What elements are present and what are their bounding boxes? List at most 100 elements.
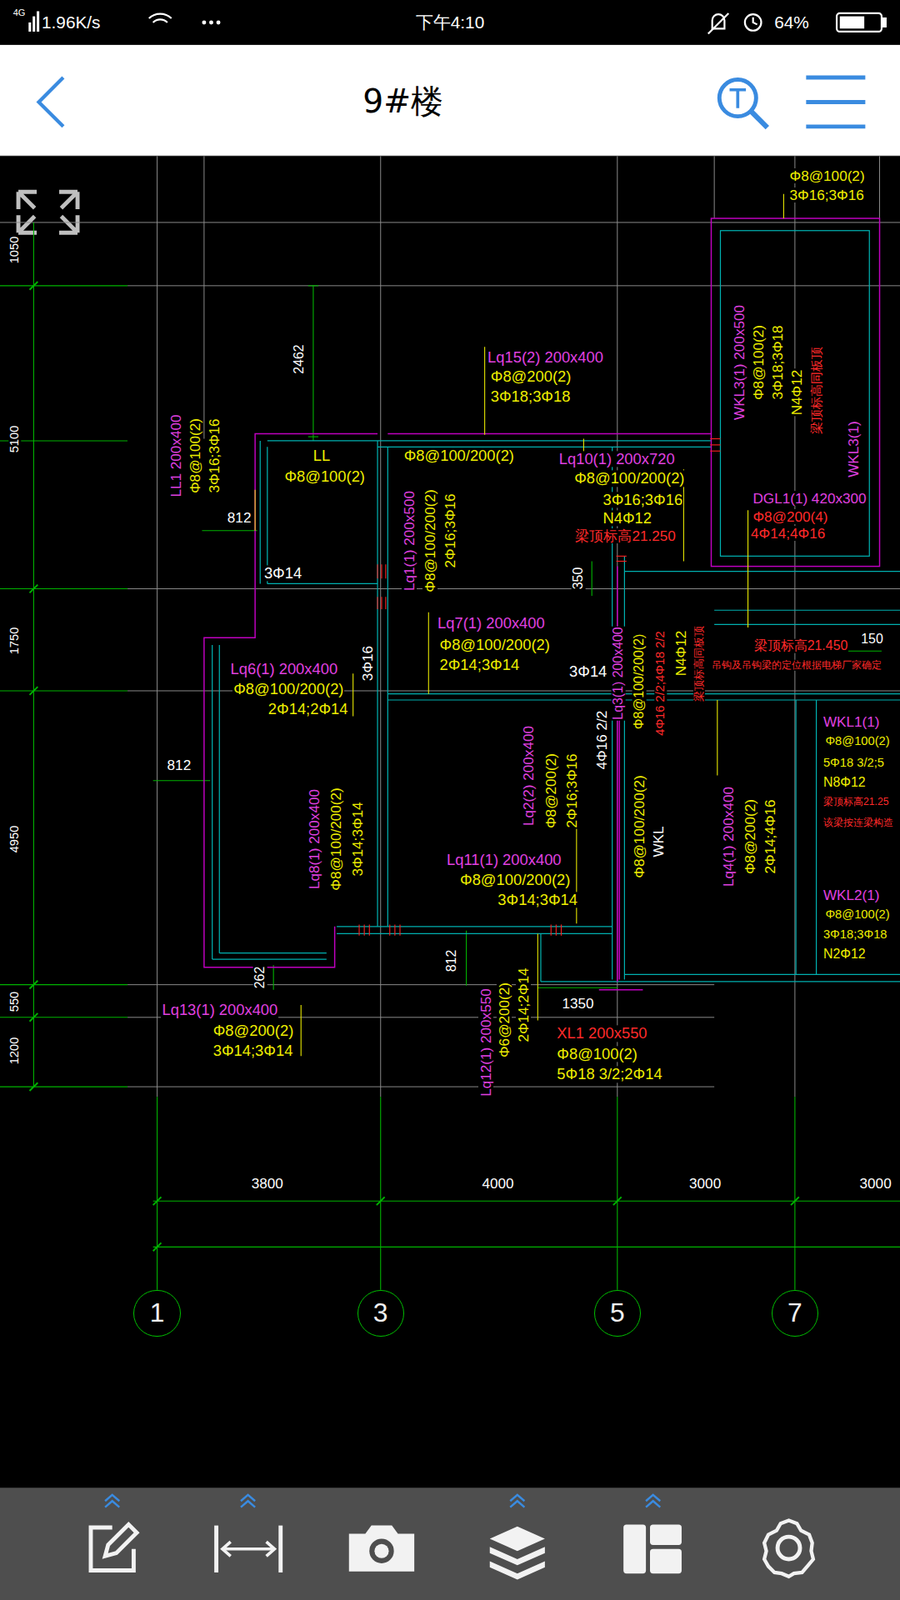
dimension-text: 4Φ16 2/2 bbox=[594, 709, 610, 770]
rebar-note: N4Φ12 bbox=[673, 629, 689, 677]
dimension-text: 5100 bbox=[9, 424, 22, 454]
rebar-note: Φ8@100/200(2) bbox=[328, 786, 344, 891]
beam-label: Lq1(1) 200x500 bbox=[401, 490, 417, 592]
rebar-note: 3Φ16;3Φ16 bbox=[601, 491, 684, 508]
rebar-note: Φ8@100/200(2) bbox=[631, 774, 647, 879]
rebar-note: 2Φ14;4Φ16 bbox=[762, 798, 778, 875]
axis-number: 7 bbox=[787, 1300, 803, 1327]
status-text: 下午4:10 bbox=[415, 13, 485, 32]
elevation-note: 4Φ14;4Φ16 bbox=[750, 525, 826, 541]
beam-label: DGL1(1) 420x300 bbox=[751, 490, 867, 506]
dimension-text: 3Φ16 bbox=[360, 645, 375, 682]
rebar-note: Φ8@200(2) bbox=[742, 798, 758, 875]
dimension-text: 812 bbox=[445, 949, 460, 974]
dimension-text: 812 bbox=[226, 510, 253, 525]
rebar-note: Φ8@100/200(2) bbox=[232, 680, 345, 697]
rebar-note: 3Φ18;3Φ18 bbox=[822, 928, 889, 941]
dimension-text: 1200 bbox=[9, 1036, 22, 1066]
elevation-note: 梁顶标高21.450 bbox=[753, 639, 850, 654]
rebar-note: 3Φ14;3Φ14 bbox=[350, 800, 365, 877]
rebar-note: Φ8@100(2) bbox=[824, 909, 890, 922]
dimension-text: 3Φ14 bbox=[568, 663, 608, 680]
axis-number: 5 bbox=[610, 1300, 625, 1327]
elevation-note: 梁顶标高同板顶 bbox=[693, 624, 705, 702]
dimension-text: 1050 bbox=[9, 235, 22, 265]
elevation-note: 梁顶标高21.250 bbox=[574, 528, 676, 544]
dimension-text: 262 bbox=[253, 965, 268, 990]
rebar-note: 2Φ14;2Φ14 bbox=[267, 700, 350, 717]
rebar-note: 5Φ18 3/2;2Φ14 bbox=[555, 1066, 663, 1083]
rebar-note: Φ8@100/200(2) bbox=[573, 470, 685, 487]
beam-label: WKL3(1) 200x500 bbox=[731, 304, 747, 421]
rebar-note: N8Φ12 bbox=[822, 775, 867, 790]
beam-label: Lq7(1) 200x400 bbox=[436, 615, 546, 632]
beam-label: WKL3(1) bbox=[845, 420, 861, 479]
dimension-text: 550 bbox=[9, 990, 22, 1014]
rebar-note: Φ8@200(2) bbox=[543, 752, 559, 830]
dimension-text: 4950 bbox=[9, 824, 22, 854]
dimension-text: 812 bbox=[166, 757, 193, 773]
dimension-text: 3Φ14 bbox=[263, 565, 303, 582]
axis-bubble: 1 bbox=[133, 1290, 180, 1337]
status-text: 64% bbox=[773, 13, 810, 32]
dimension-text: 2462 bbox=[291, 343, 306, 375]
rebar-note: Φ8@100(2) bbox=[187, 417, 203, 495]
status-text: 4G bbox=[12, 8, 27, 19]
rebar-note: Φ6@200(2) bbox=[496, 981, 512, 1059]
elevation-note: 梁顶标高同板顶 bbox=[810, 345, 824, 435]
beam-label: Lq4(1) 200x400 bbox=[720, 785, 736, 888]
axis-bubble: 3 bbox=[357, 1290, 405, 1337]
rebar-note: 2Φ14;2Φ14 bbox=[515, 966, 531, 1043]
page-title: 9#楼 bbox=[362, 79, 444, 125]
rebar-note: 3Φ18;3Φ18 bbox=[770, 324, 785, 400]
dimension-text: 150 bbox=[860, 631, 885, 646]
beam-label: LL1 200x400 bbox=[168, 414, 184, 499]
elevation-note: 4Φ16 2/2;4Φ18 2/2 bbox=[655, 630, 668, 738]
dimension-text: 3800 bbox=[250, 1175, 285, 1191]
rebar-note: 3Φ14;3Φ14 bbox=[212, 1043, 295, 1060]
dimension-text: 3000 bbox=[688, 1175, 722, 1191]
dimension-text: 350 bbox=[571, 566, 586, 591]
dimension-text: 1350 bbox=[560, 995, 595, 1011]
rebar-note: Φ8@100/200(2) bbox=[422, 488, 438, 593]
rebar-note: Φ8@100/200(2) bbox=[403, 448, 515, 465]
beam-label: WKL1(1) bbox=[822, 714, 881, 730]
rebar-note: N4Φ12 bbox=[789, 369, 805, 417]
beam-label: Lq6(1) 200x400 bbox=[230, 661, 340, 678]
rebar-note: Φ8@100(2) bbox=[750, 324, 766, 401]
rebar-note: 2Φ16;3Φ16 bbox=[564, 752, 580, 829]
axis-number: 1 bbox=[150, 1300, 165, 1327]
rebar-note: Φ8@100/200(2) bbox=[459, 871, 571, 888]
axis-bubble: 5 bbox=[594, 1290, 641, 1337]
rebar-note: Φ8@100(2) bbox=[283, 468, 366, 485]
rebar-note: N2Φ12 bbox=[822, 947, 867, 962]
rebar-note: LL bbox=[312, 448, 331, 465]
rebar-note: Φ8@100/200(2) bbox=[439, 636, 551, 653]
beam-label: Lq12(1) 200x550 bbox=[478, 988, 494, 1099]
elevation-note: 梁顶标高21.25 bbox=[822, 796, 890, 808]
rebar-note: Φ8@100(2) bbox=[789, 168, 866, 184]
elevation-note: XL1 200x550 bbox=[555, 1025, 648, 1042]
dimension-text: 4000 bbox=[480, 1175, 515, 1191]
dimension-text: 1750 bbox=[9, 626, 22, 656]
beam-label: Lq3(1) 200x400 bbox=[611, 625, 626, 720]
axis-bubble: 7 bbox=[771, 1290, 819, 1337]
elevation-note: 该梁按连梁构造 bbox=[822, 817, 895, 829]
rebar-note: 2Φ16;3Φ16 bbox=[442, 492, 458, 569]
rebar-note: Φ8@100(2) bbox=[824, 735, 890, 748]
axis-number: 3 bbox=[373, 1300, 389, 1327]
beam-label: Lq11(1) 200x400 bbox=[445, 852, 562, 869]
beam-label: Lq13(1) 200x400 bbox=[160, 1002, 279, 1019]
status-text: 1.96K/s bbox=[40, 13, 102, 32]
rebar-note: 3Φ18;3Φ18 bbox=[490, 389, 572, 405]
elevation-note: 吊钩及吊钩梁的定位根据电梯厂家确定 bbox=[710, 660, 883, 670]
rebar-note: 5Φ18 3/2;5 bbox=[822, 756, 885, 770]
rebar-note: Φ8@200(2) bbox=[212, 1022, 295, 1039]
rebar-note: N4Φ12 bbox=[601, 510, 653, 526]
beam-label: Lq15(2) 200x400 bbox=[486, 349, 605, 365]
rebar-note: Φ8@100/200(2) bbox=[631, 633, 646, 731]
rebar-note: 3Φ16;3Φ16 bbox=[206, 418, 222, 495]
beam-label: Lq10(1) 200x720 bbox=[558, 450, 676, 467]
rebar-note: 3Φ14;3Φ14 bbox=[496, 891, 579, 908]
